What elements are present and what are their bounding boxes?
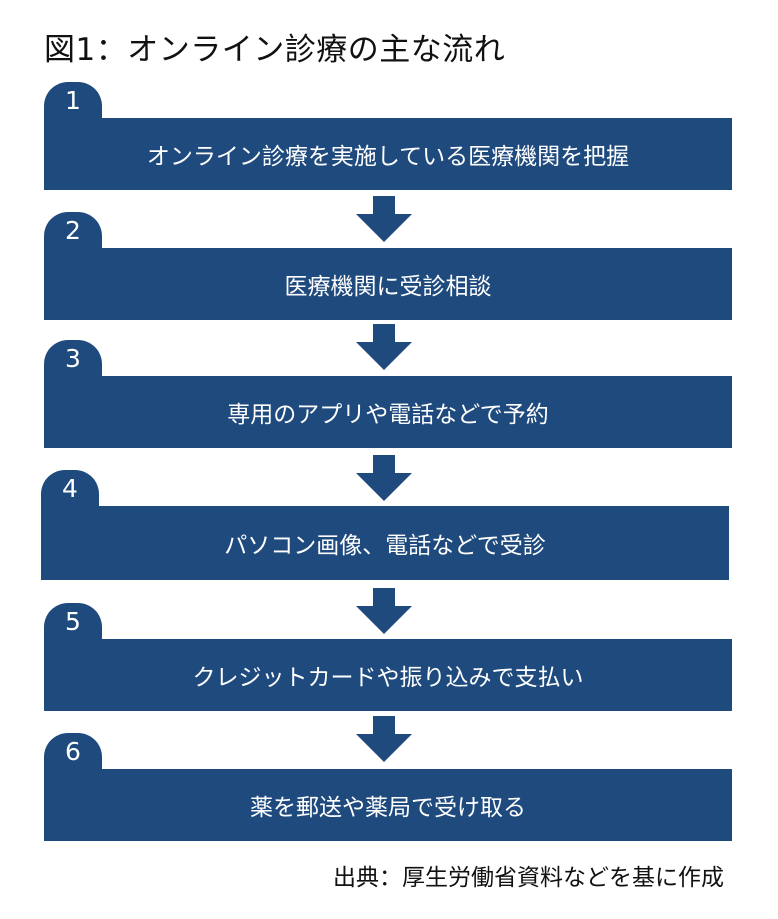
flow-step-3: 3 専用のアプリや電話などで予約 bbox=[44, 340, 732, 448]
step-number-badge: 4 bbox=[41, 470, 99, 510]
step-label-box: パソコン画像、電話などで受診 bbox=[41, 506, 729, 580]
down-arrow-icon bbox=[356, 324, 412, 370]
flow-step-5: 5 クレジットカードや振り込みで支払い bbox=[44, 603, 732, 711]
step-label-box: 専用のアプリや電話などで予約 bbox=[44, 376, 732, 448]
flow-step-6: 6 薬を郵送や薬局で受け取る bbox=[44, 733, 732, 841]
step-number-badge: 5 bbox=[44, 603, 102, 643]
step-label-box: 医療機関に受診相談 bbox=[44, 248, 732, 320]
step-label-box: クレジットカードや振り込みで支払い bbox=[44, 639, 732, 711]
down-arrow-icon bbox=[356, 455, 412, 501]
diagram-title: 図1：オンライン診療の主な流れ bbox=[44, 32, 506, 68]
down-arrow-icon bbox=[356, 196, 412, 242]
step-number-badge: 1 bbox=[44, 82, 102, 122]
step-number-badge: 2 bbox=[44, 212, 102, 252]
step-label-box: オンライン診療を実施している医療機関を把握 bbox=[44, 118, 732, 190]
step-number-badge: 3 bbox=[44, 340, 102, 380]
step-number-badge: 6 bbox=[44, 733, 102, 773]
down-arrow-icon bbox=[356, 588, 412, 634]
down-arrow-icon bbox=[356, 716, 412, 762]
flow-step-2: 2 医療機関に受診相談 bbox=[44, 212, 732, 320]
flow-step-4: 4 パソコン画像、電話などで受診 bbox=[41, 470, 729, 580]
step-label-box: 薬を郵送や薬局で受け取る bbox=[44, 769, 732, 841]
flow-step-1: 1 オンライン診療を実施している医療機関を把握 bbox=[44, 82, 732, 190]
source-note: 出典：厚生労働省資料などを基に作成 bbox=[333, 865, 724, 891]
